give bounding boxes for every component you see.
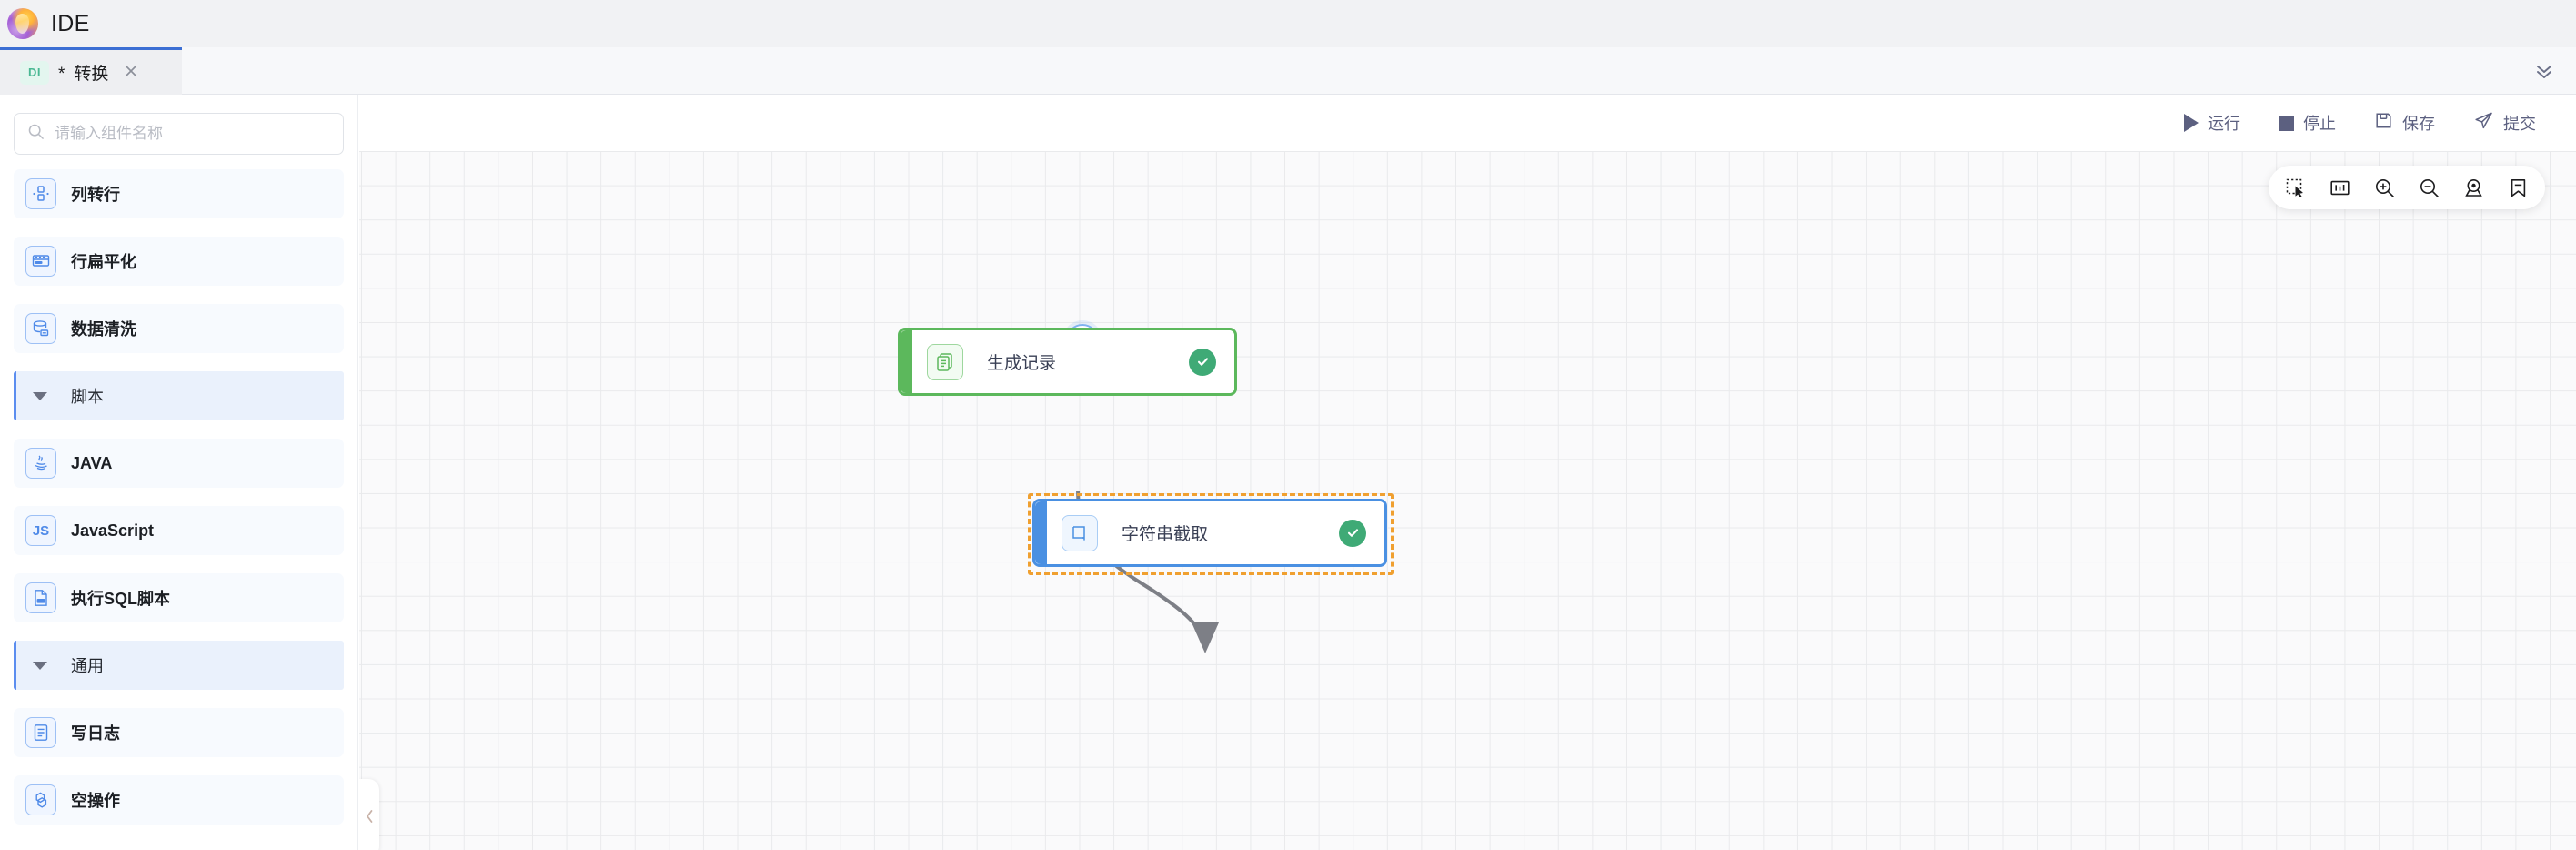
sidebar-group-label: 通用 [71, 657, 104, 675]
node-accent-bar [901, 330, 912, 393]
sidebar-group-script[interactable]: 脚本 [14, 371, 344, 420]
component-sidebar: 列转行 行扁平化 [0, 95, 358, 850]
stop-label: 停止 [2303, 115, 2336, 133]
flow-canvas[interactable]: 生成记录 字符串截取 [359, 151, 2576, 850]
columns-to-rows-icon [25, 178, 56, 209]
component-list: 列转行 行扁平化 [14, 169, 344, 843]
tab-type-badge: DI [20, 60, 49, 85]
tab-dirty-marker: * [58, 64, 65, 84]
sidebar-item-java[interactable]: JAVA [14, 439, 344, 488]
caret-down-icon [33, 661, 47, 670]
sidebar-item-no-op[interactable]: 空操作 [14, 775, 344, 825]
node-selection-ring [1028, 493, 1394, 575]
save-button[interactable]: 保存 [2374, 111, 2435, 135]
sidebar-item-label: 列转行 [71, 186, 120, 204]
zoom-in-icon[interactable] [2374, 177, 2395, 198]
zoom-out-icon[interactable] [2419, 177, 2440, 198]
stop-button[interactable]: 停止 [2279, 111, 2336, 135]
sidebar-group-general[interactable]: 通用 [14, 641, 344, 690]
arrow-head [1192, 622, 1219, 653]
data-cleaning-icon [25, 313, 56, 344]
sidebar-group-label: 脚本 [71, 388, 104, 406]
tab-bar: DI * 转换 [0, 47, 2576, 95]
java-icon [25, 448, 56, 479]
canvas-area: 运行 停止 保存 提交 [359, 95, 2576, 850]
sidebar-item-label: 执行SQL脚本 [71, 590, 171, 608]
tab-label: 转换 [74, 65, 109, 84]
submit-label: 提交 [2503, 115, 2536, 133]
generate-record-icon [927, 343, 963, 380]
sidebar-item-execute-sql-script[interactable]: 执行SQL脚本 [14, 573, 344, 622]
close-icon[interactable] [123, 63, 139, 83]
play-icon [2184, 114, 2199, 132]
node-label: 字符串截取 [1122, 525, 1209, 544]
save-label: 保存 [2402, 115, 2435, 133]
sidebar-item-label: 空操作 [71, 792, 120, 810]
submit-icon [2473, 110, 2494, 136]
node-generate-record[interactable]: 生成记录 [898, 328, 1237, 396]
tabbar-collapse-button[interactable] [2532, 47, 2556, 95]
check-circle-icon [1189, 348, 1216, 376]
app-logo-icon [7, 8, 38, 39]
chevron-left-icon [364, 808, 375, 829]
sidebar-item-columns-to-rows[interactable]: 列转行 [14, 169, 344, 218]
node-accent-bar [1035, 501, 1047, 564]
search-box[interactable] [14, 113, 344, 155]
search-input[interactable] [55, 125, 330, 143]
action-toolbar: 运行 停止 保存 提交 [359, 95, 2576, 151]
write-log-icon [25, 717, 56, 748]
sidebar-item-row-flatten[interactable]: 行扁平化 [14, 237, 344, 286]
no-op-icon [25, 784, 56, 815]
sidebar-item-data-cleaning[interactable]: 数据清洗 [14, 304, 344, 353]
sidebar-item-label: 数据清洗 [71, 320, 136, 339]
edge-layer [1076, 490, 1219, 653]
select-box-icon[interactable] [2285, 177, 2306, 198]
check-circle-icon [1339, 519, 1366, 547]
sidebar-item-label: JAVA [71, 453, 113, 472]
sidebar-collapse-handle[interactable] [359, 779, 379, 850]
app-title: IDE [51, 10, 90, 36]
bookmark-icon[interactable] [2508, 177, 2529, 198]
node-label: 生成记录 [987, 354, 1057, 373]
sql-script-icon [25, 582, 56, 613]
sidebar-item-javascript[interactable]: JS JavaScript [14, 506, 344, 555]
stop-icon [2279, 115, 2294, 131]
run-label: 运行 [2208, 115, 2240, 133]
save-icon [2374, 111, 2393, 135]
caret-down-icon [33, 391, 47, 400]
submit-button[interactable]: 提交 [2473, 110, 2536, 136]
locate-icon[interactable] [2463, 177, 2484, 198]
sidebar-item-label: 写日志 [71, 724, 120, 743]
sidebar-item-write-log[interactable]: 写日志 [14, 708, 344, 757]
canvas-tool-pill [2269, 166, 2545, 209]
sidebar-item-label: JavaScript [71, 521, 155, 540]
substring-crop-icon [1062, 514, 1098, 551]
node-substring[interactable]: 字符串截取 [1032, 499, 1387, 567]
run-button[interactable]: 运行 [2184, 111, 2240, 135]
search-icon [27, 123, 45, 145]
row-flatten-icon [25, 246, 56, 277]
double-chevron-down-icon [2532, 59, 2556, 83]
tab-transform[interactable]: DI * 转换 [0, 47, 182, 95]
app-header: IDE [0, 0, 2576, 47]
javascript-icon: JS [25, 515, 56, 546]
fit-to-screen-icon[interactable] [2329, 177, 2350, 198]
sidebar-item-label: 行扁平化 [71, 253, 136, 271]
